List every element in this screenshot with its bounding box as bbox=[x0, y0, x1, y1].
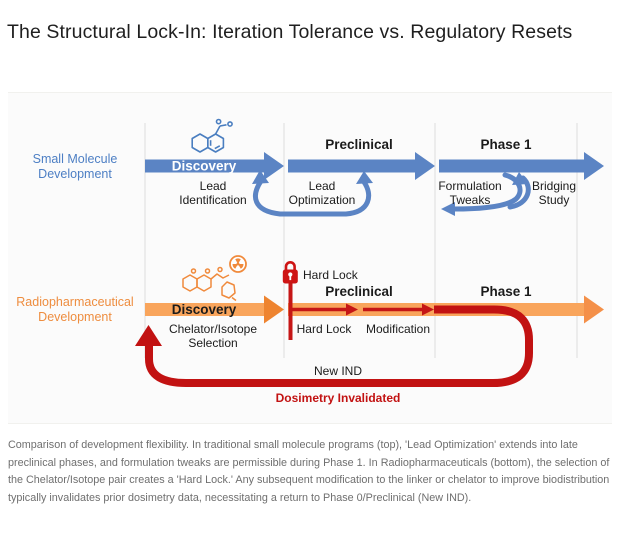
bridging-study-label-2: Study bbox=[539, 193, 570, 207]
small-molecule-structure-icon bbox=[191, 118, 233, 153]
hard-lock-bottom-label: Hard Lock bbox=[297, 322, 353, 336]
modification-label: Modification bbox=[366, 322, 430, 336]
lead-optimization-loop-arrow bbox=[252, 170, 373, 217]
small-molecule-preclinical-label: Preclinical bbox=[325, 137, 393, 152]
radiopharma-phase1-label: Phase 1 bbox=[480, 284, 532, 299]
lead-optimization-label: Lead bbox=[309, 179, 336, 193]
chelator-isotope-label-2: Selection bbox=[188, 336, 237, 350]
formulation-tweaks-label-2: Tweaks bbox=[450, 193, 491, 207]
chelator-isotope-label: Chelator/Isotope bbox=[169, 322, 257, 336]
lead-optimization-label-2: Optimization bbox=[289, 193, 356, 207]
figure-caption: Comparison of development flexibility. I… bbox=[8, 439, 610, 504]
radiopharma-preclinical-label: Preclinical bbox=[325, 284, 393, 299]
hard-lock-padlock-icon bbox=[282, 261, 298, 284]
dosimetry-invalidated-label: Dosimetry Invalidated bbox=[276, 391, 401, 405]
radiation-trefoil-icon bbox=[229, 255, 247, 273]
new-ind-return-arrow bbox=[135, 305, 533, 387]
development-comparison-diagram: Small Molecule Development Discovery Pre… bbox=[8, 92, 612, 424]
hard-lock-top-label: Hard Lock bbox=[303, 268, 359, 282]
modification-arrow bbox=[363, 303, 434, 316]
radiopharma-discovery-label: Discovery bbox=[172, 302, 237, 317]
radiopharma-row-label: Radiopharmaceutical bbox=[16, 295, 133, 309]
lead-identification-label-2: Identification bbox=[179, 193, 246, 207]
bridging-study-label: Bridging bbox=[532, 179, 576, 193]
hard-lock-arrow bbox=[292, 303, 358, 316]
radiopharma-row-label-2: Development bbox=[38, 310, 112, 324]
page-title: The Structural Lock-In: Iteration Tolera… bbox=[7, 21, 573, 43]
new-ind-label: New IND bbox=[314, 364, 362, 378]
small-molecule-phase1-label: Phase 1 bbox=[480, 137, 532, 152]
hard-lock-marker-bar bbox=[288, 282, 293, 340]
small-molecule-row-label-2: Development bbox=[38, 167, 112, 181]
radiolabeled-molecule-icon bbox=[182, 266, 237, 302]
lead-identification-label: Lead bbox=[200, 179, 227, 193]
small-molecule-discovery-label: Discovery bbox=[172, 159, 237, 174]
formulation-tweaks-label: Formulation bbox=[438, 179, 501, 193]
bridging-study-loop-arrow bbox=[507, 172, 531, 210]
small-molecule-timeline-arrow bbox=[145, 152, 604, 180]
small-molecule-row-label: Small Molecule bbox=[33, 152, 118, 166]
